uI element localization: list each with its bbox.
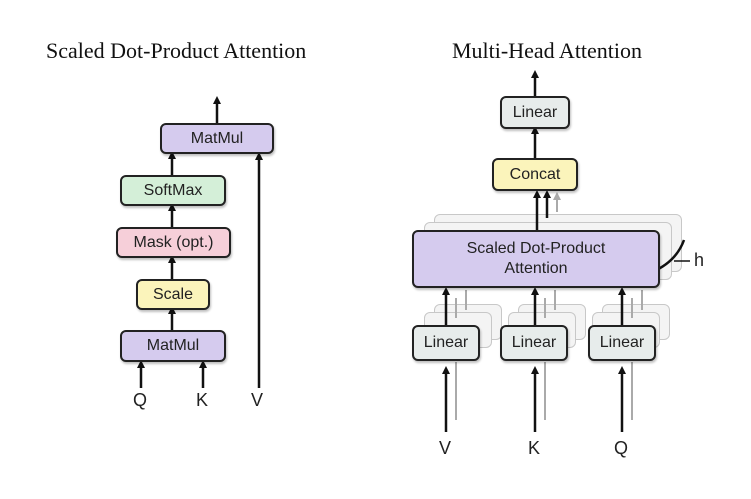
left-input-v: V bbox=[251, 390, 264, 410]
left-input-q: Q bbox=[133, 390, 148, 410]
right-input-k: K bbox=[528, 438, 541, 458]
right-input-v: V bbox=[439, 438, 452, 458]
linear-q-box: Linear bbox=[588, 325, 656, 361]
linear-v-box: Linear bbox=[412, 325, 480, 361]
linear-output-box: Linear bbox=[500, 96, 570, 129]
right-input-q: Q bbox=[614, 438, 629, 458]
concat-box: Concat bbox=[492, 158, 578, 191]
sdpa-box: Scaled Dot-Product Attention bbox=[412, 230, 660, 288]
right-title: Multi-Head Attention bbox=[452, 38, 643, 63]
left-input-k: K bbox=[196, 390, 209, 410]
linear-k-box: Linear bbox=[500, 325, 568, 361]
mask-box: Mask (opt.) bbox=[116, 227, 231, 258]
heads-label: h bbox=[694, 250, 705, 270]
scale-box: Scale bbox=[136, 279, 210, 310]
matmul-top-box: MatMul bbox=[160, 123, 274, 154]
matmul-bottom-box: MatMul bbox=[120, 330, 226, 362]
softmax-box: SoftMax bbox=[120, 175, 226, 206]
left-title: Scaled Dot-Product Attention bbox=[46, 38, 307, 63]
